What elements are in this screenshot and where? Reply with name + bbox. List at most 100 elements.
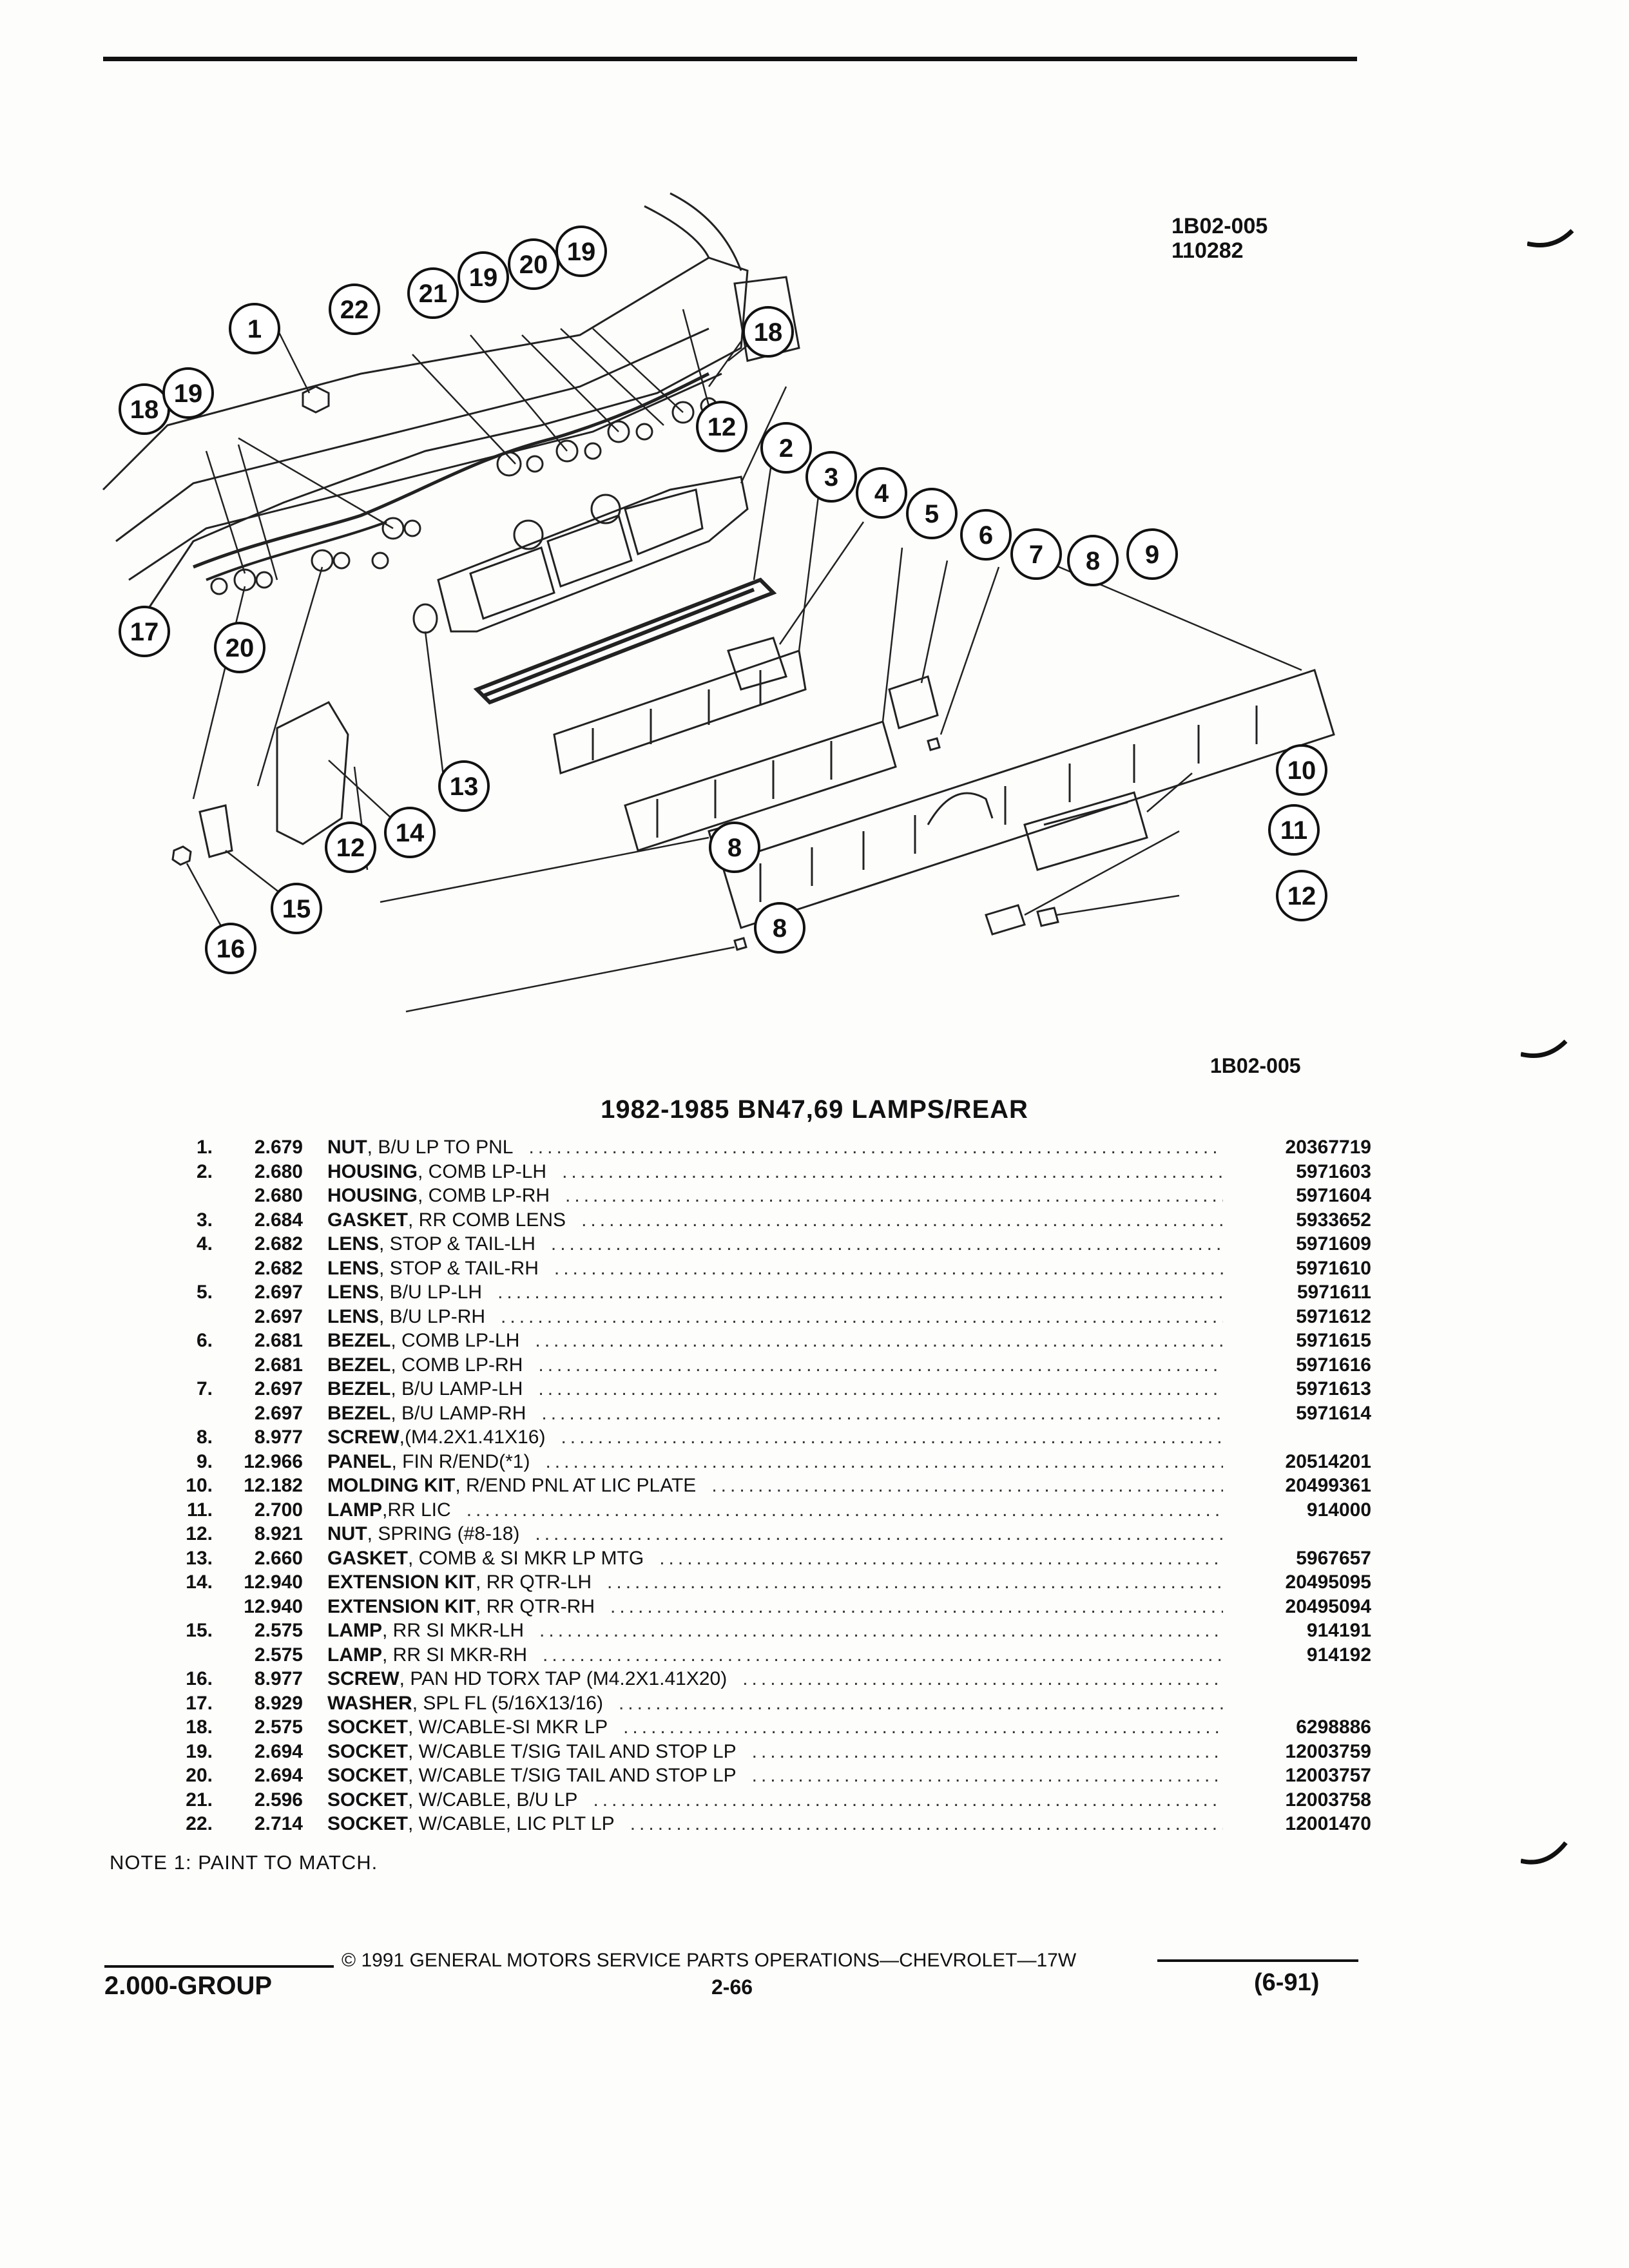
part-name: HOUSING <box>327 1160 418 1182</box>
callout-12-top: 12 <box>696 401 747 452</box>
group-number: 2.680 <box>254 1185 303 1206</box>
gasket-part <box>473 577 777 705</box>
part-qualifier: , B/U LAMP-LH <box>390 1378 523 1399</box>
part-number: 5967657 <box>1296 1547 1371 1569</box>
dot-leader: ........................................… <box>528 1137 1223 1158</box>
part-number: 5971604 <box>1296 1185 1371 1206</box>
part-number: 20514201 <box>1285 1450 1371 1472</box>
part-name: LAMP <box>327 1644 382 1666</box>
item-number: 15. <box>186 1620 213 1641</box>
part-qualifier: , COMB LP-RH <box>390 1354 523 1376</box>
dot-leader: ........................................… <box>561 1427 1223 1448</box>
callout-number: 8 <box>1086 547 1100 575</box>
item-number: 5. <box>196 1282 213 1303</box>
group-number: 8.977 <box>254 1427 303 1448</box>
item-number: 6. <box>196 1330 213 1351</box>
revision-date: (6-91) <box>1254 1969 1320 1996</box>
group-number: 2.660 <box>254 1547 303 1569</box>
part-number: 5971616 <box>1296 1354 1371 1376</box>
part-description: BEZEL, B/U LAMP-LH <box>327 1377 523 1401</box>
item-number: 16. <box>186 1668 213 1689</box>
callout-number: 20 <box>226 634 255 662</box>
part-qualifier: , RR QTR-LH <box>476 1571 592 1593</box>
part-description: SOCKET, W/CABLE, B/U LP <box>327 1788 577 1812</box>
part-qualifier: , FIN R/END(*1) <box>391 1450 530 1472</box>
callout-number: 15 <box>282 895 311 923</box>
extension-part <box>276 701 349 845</box>
part-number: 5971613 <box>1296 1378 1371 1399</box>
part-name: SCREW <box>327 1668 400 1689</box>
group-number: 12.940 <box>244 1571 303 1593</box>
part-qualifier: , W/CABLE T/SIG TAIL AND STOP LP <box>408 1740 737 1762</box>
dot-leader: ........................................… <box>618 1692 1223 1714</box>
dot-leader: ........................................… <box>539 1620 1223 1641</box>
group-number: 12.966 <box>244 1450 303 1472</box>
part-qualifier: , STOP & TAIL-RH <box>379 1257 539 1279</box>
part-description: EXTENSION KIT, RR QTR-LH <box>327 1570 592 1595</box>
part-name: SOCKET <box>327 1740 409 1762</box>
dot-leader: ........................................… <box>607 1571 1223 1593</box>
part-qualifier: , W/CABLE T/SIG TAIL AND STOP LP <box>408 1765 737 1786</box>
callout-16: 16 <box>205 923 256 974</box>
callout-number: 19 <box>174 380 203 408</box>
part-qualifier: , COMB LP-LH <box>390 1330 520 1351</box>
figure-id-block: 1B02-005 110282 <box>1171 214 1268 263</box>
item-number: 20. <box>186 1765 213 1786</box>
callout-number: 2 <box>779 434 793 463</box>
part-qualifier: , STOP & TAIL-LH <box>379 1233 535 1254</box>
figure-date-code: 110282 <box>1171 238 1244 263</box>
callout-19-left: 19 <box>162 367 214 419</box>
part-description: LAMP, RR SI MKR-RH <box>327 1643 527 1667</box>
callout-12-mid: 12 <box>325 822 376 873</box>
dot-leader: ........................................… <box>623 1716 1223 1738</box>
part-qualifier: , RR QTR-RH <box>476 1595 595 1617</box>
part-number: 5971609 <box>1296 1233 1371 1254</box>
part-number: 5971610 <box>1296 1257 1371 1279</box>
side-marker-lamp-part <box>198 804 233 858</box>
part-number: 20367719 <box>1285 1137 1371 1158</box>
part-qualifier: , SPL FL (5/16X13/16) <box>412 1692 603 1714</box>
item-number: 13. <box>186 1547 213 1569</box>
callout-8-mid: 8 <box>709 822 760 873</box>
part-number: 20499361 <box>1285 1475 1371 1496</box>
group-number: 2.679 <box>254 1137 303 1158</box>
dot-leader: ........................................… <box>565 1185 1223 1206</box>
part-description: BEZEL, COMB LP-RH <box>327 1353 523 1378</box>
callout-number: 18 <box>754 318 783 347</box>
group-number: 2.697 <box>254 1378 303 1399</box>
part-description: WASHER, SPL FL (5/16X13/16) <box>327 1691 603 1716</box>
group-number: 8.921 <box>254 1523 303 1544</box>
part-qualifier: , B/U LAMP-RH <box>390 1402 526 1424</box>
part-qualifier: , RR SI MKR-LH <box>382 1620 525 1641</box>
part-name: BEZEL <box>327 1402 391 1424</box>
part-description: HOUSING, COMB LP-LH <box>327 1160 546 1184</box>
part-name: SOCKET <box>327 1716 409 1738</box>
callout-22: 22 <box>329 284 380 335</box>
callout-9: 9 <box>1126 528 1178 580</box>
part-qualifier: , W/CABLE, B/U LP <box>408 1789 578 1811</box>
part-qualifier: , SPRING (#8-18) <box>367 1523 520 1544</box>
part-qualifier: , RR SI MKR-RH <box>382 1644 527 1666</box>
part-qualifier: , COMB LP-RH <box>418 1185 550 1206</box>
dot-leader: ........................................… <box>550 1233 1223 1254</box>
callout-20-left: 20 <box>214 622 265 673</box>
nut-part <box>302 385 330 414</box>
callout-number: 19 <box>469 264 498 292</box>
part-qualifier: ,RR LIC <box>382 1499 451 1521</box>
dot-leader: ........................................… <box>538 1378 1223 1399</box>
figure-id-bottom: 1B02-005 <box>1210 1054 1301 1077</box>
group-number: 8.977 <box>254 1668 303 1689</box>
callout-number: 7 <box>1029 541 1043 569</box>
group-number: 8.929 <box>254 1692 303 1714</box>
part-number: 5933652 <box>1296 1209 1371 1231</box>
part-number: 12003758 <box>1285 1789 1371 1811</box>
part-description: SOCKET, W/CABLE T/SIG TAIL AND STOP LP <box>327 1763 737 1788</box>
group-number: 2.575 <box>254 1644 303 1666</box>
